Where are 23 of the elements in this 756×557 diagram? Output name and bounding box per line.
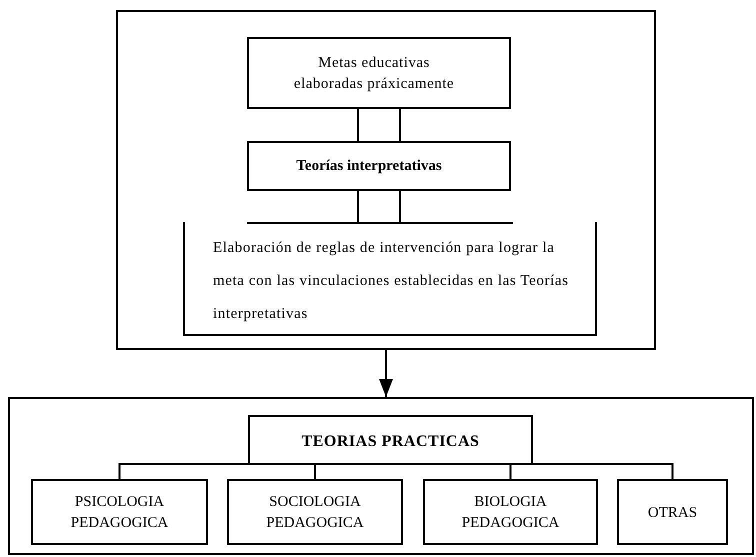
node-label: Teorías interpretativas: [295, 157, 443, 176]
node-label: SOCIOLOGIA PEDAGOGICA: [265, 493, 365, 533]
node-label: Metas educativas elaboradas práxicamente: [292, 54, 456, 94]
outer-frame: [116, 10, 656, 350]
category-box: [31, 479, 208, 545]
category-box: [617, 479, 728, 545]
category-box: [227, 479, 403, 545]
process-box: [247, 37, 511, 109]
node-label: Elaboración de reglas de intervención para lograr la meta con las vinculaciones establecidas en las Teorías interpretativas: [212, 239, 570, 324]
node-label: PSICOLOGIA PEDAGOGICA: [70, 493, 170, 533]
outer-frame: [8, 397, 754, 555]
node-label: BIOLOGIA PEDAGOGICA: [460, 493, 560, 533]
node-label: OTRAS: [646, 504, 698, 523]
connector-line: [399, 109, 401, 141]
connector-line: [357, 109, 359, 141]
connector-line: [357, 191, 359, 222]
process-box: [183, 222, 597, 336]
arrow: [379, 350, 393, 397]
node-label: TEORIAS PRACTICAS: [300, 432, 480, 452]
heading-box: [248, 415, 533, 465]
process-box: [247, 141, 511, 191]
category-box: [423, 479, 598, 545]
connector-line: [399, 191, 401, 222]
